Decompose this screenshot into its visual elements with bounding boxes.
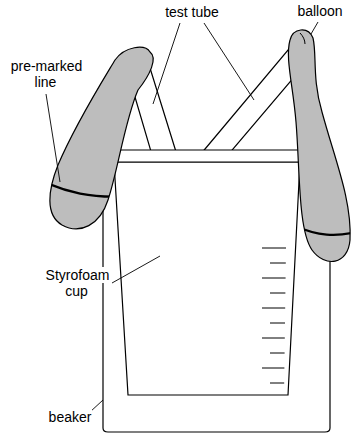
balloon-shape xyxy=(40,30,354,262)
cup-graduations xyxy=(262,248,286,383)
part-label: balloon xyxy=(290,3,350,19)
graduation-mark xyxy=(262,368,284,369)
graduation-mark xyxy=(270,353,285,354)
test-tube xyxy=(130,50,307,155)
graduation-mark xyxy=(262,248,286,249)
part-label: Styrofoam cup xyxy=(38,267,116,299)
part-label: beaker xyxy=(38,409,102,425)
graduation-mark xyxy=(270,323,285,324)
graduation-mark xyxy=(270,293,285,294)
styrofoam-cup xyxy=(110,150,304,395)
leader-line xyxy=(46,22,318,412)
graduation-mark xyxy=(270,383,284,384)
part-label: test tube xyxy=(150,4,234,20)
part-label: pre-marked line xyxy=(4,58,88,90)
graduation-mark xyxy=(262,278,286,279)
graduation-mark xyxy=(270,263,286,264)
graduation-mark xyxy=(262,308,285,309)
graduation-mark xyxy=(262,338,285,339)
